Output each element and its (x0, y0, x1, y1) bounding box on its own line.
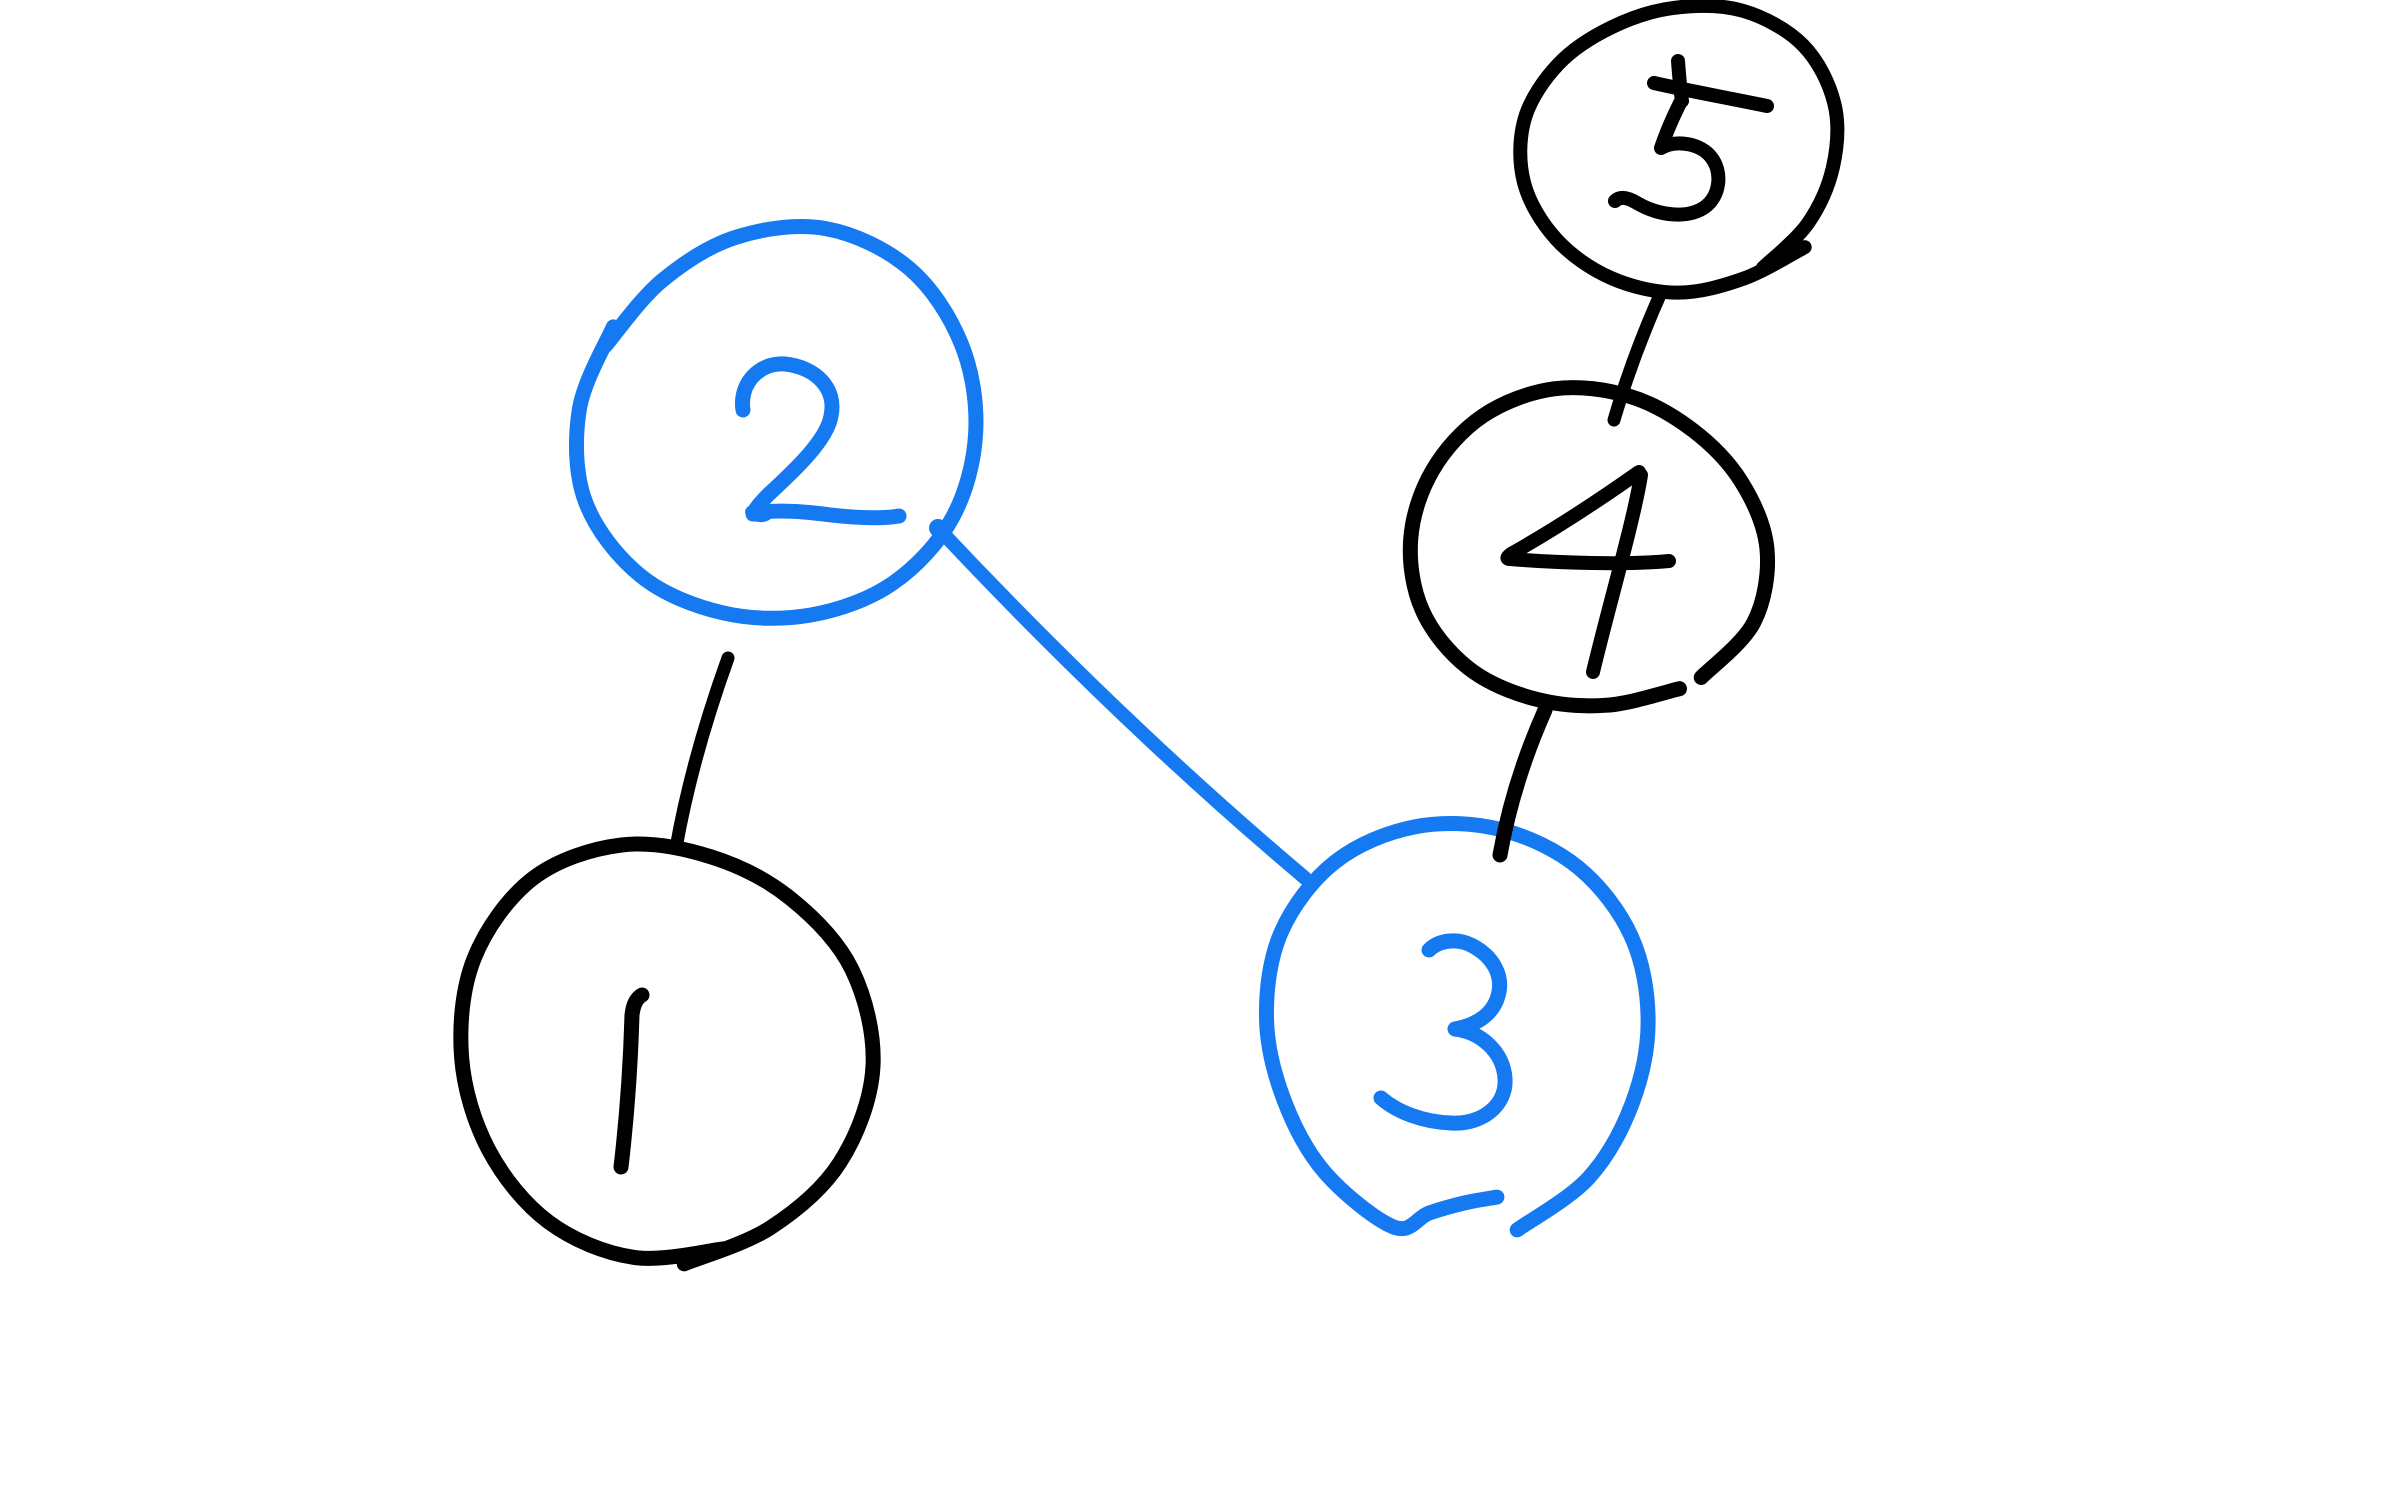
edge-5-4-line (1607, 288, 1667, 427)
digit-stroke (1586, 468, 1648, 679)
digit-stroke (1647, 76, 1774, 113)
node-3-label-glyph (1373, 933, 1513, 1131)
pen-blob (745, 503, 773, 523)
digit-stroke (1373, 933, 1513, 1131)
node-1-circle (453, 836, 881, 1272)
node-5 (1513, 0, 1845, 300)
edge-4-3-line (1492, 702, 1553, 863)
node-labels-layer (613, 54, 1774, 1175)
node-4-circle (1402, 380, 1775, 714)
node-2-label-glyph (735, 356, 907, 526)
node-1-label-glyph (613, 987, 650, 1175)
digit-stroke (735, 356, 907, 526)
node-2-circle (568, 219, 984, 626)
edge-2-3-line (931, 521, 1312, 885)
node-3 (1258, 816, 1656, 1238)
node-3-circle (1258, 816, 1656, 1238)
node-5-circle (1513, 0, 1845, 300)
node-4 (1402, 380, 1775, 714)
digit-stroke (1500, 465, 1676, 571)
node-2 (568, 219, 984, 626)
edges-layer (669, 288, 1667, 885)
edge-2-3-start-blob (929, 519, 947, 537)
node-5-label-glyph (1608, 54, 1774, 222)
digit-stroke (1608, 94, 1726, 222)
edge-2-1-line (669, 651, 735, 855)
digit-stroke (613, 987, 650, 1175)
node-1 (453, 836, 881, 1272)
node-outlines-layer (453, 0, 1845, 1272)
node-4-label-glyph (1500, 465, 1676, 679)
